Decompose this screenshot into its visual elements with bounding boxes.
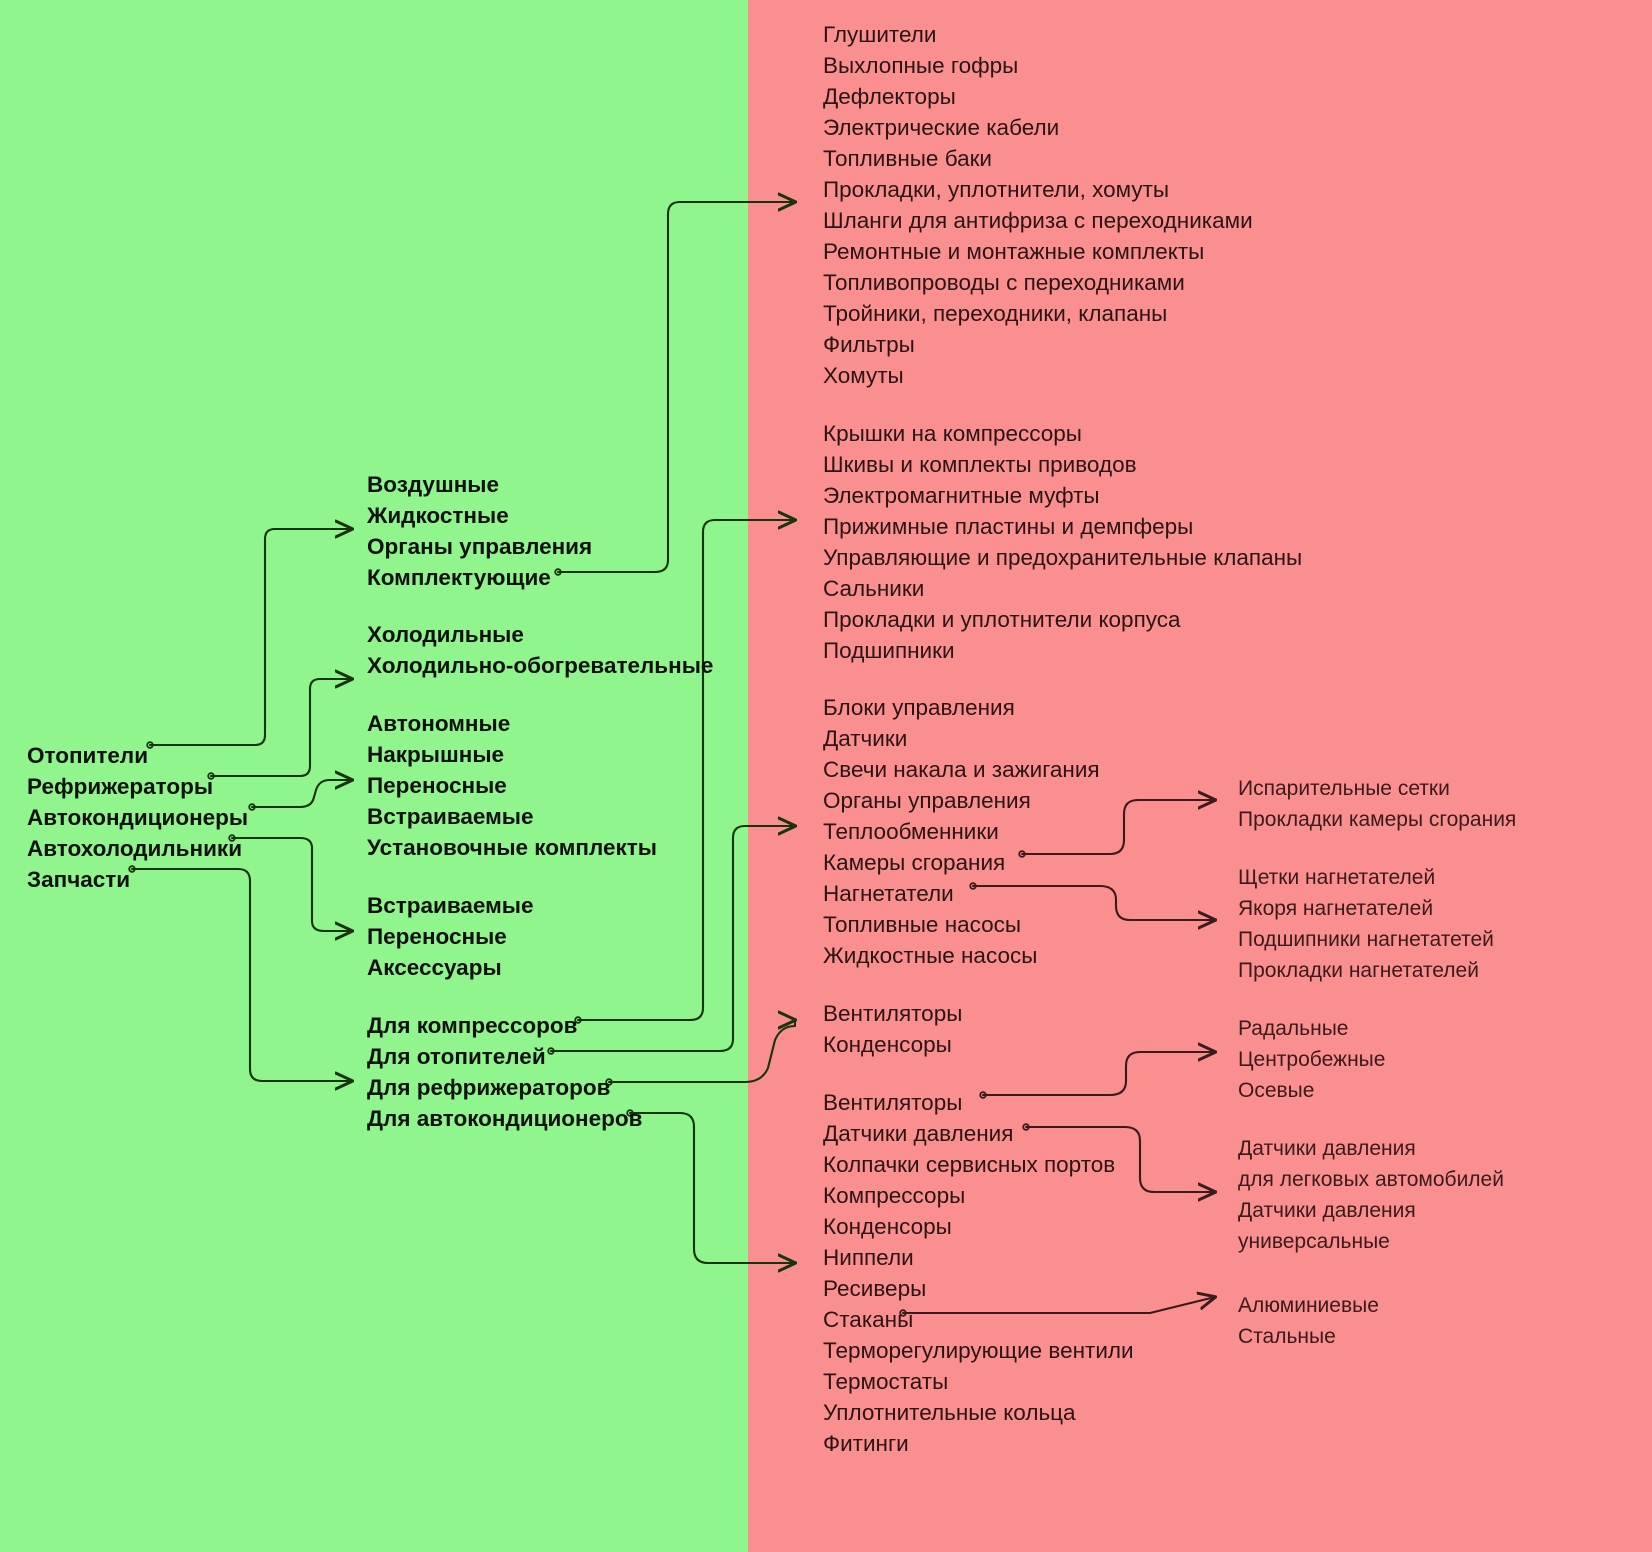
item-конденсоры[interactable]: Конденсоры <box>823 1214 952 1239</box>
subcategory-органы-управления[interactable]: Органы управления <box>367 534 593 559</box>
detail-алюминиевые[interactable]: Алюминиевые <box>1238 1294 1379 1317</box>
item-прокладки-уплотнители-хомуты[interactable]: Прокладки, уплотнители, хомуты <box>823 177 1170 202</box>
item-ниппели[interactable]: Ниппели <box>823 1245 914 1270</box>
subcategory-для-отопителей[interactable]: Для отопителей <box>367 1044 546 1069</box>
detail-испарительные-сетки[interactable]: Испарительные сетки <box>1238 777 1450 800</box>
item-тройники-переходники-клапаны[interactable]: Тройники, переходники, клапаны <box>823 301 1168 326</box>
item-свечи-накала-и-зажигания[interactable]: Свечи накала и зажигания <box>823 757 1100 782</box>
item-блоки-управления[interactable]: Блоки управления <box>823 695 1015 720</box>
item-фитинги[interactable]: Фитинги <box>823 1431 909 1456</box>
item-дефлекторы[interactable]: Дефлекторы <box>823 84 956 109</box>
item-электрические-кабели[interactable]: Электрические кабели <box>823 115 1060 140</box>
subcategory-жидкостные[interactable]: Жидкостные <box>367 503 509 528</box>
detail-подшипники-нагнетатетей[interactable]: Подшипники нагнетатетей <box>1238 928 1494 951</box>
item-топливные-баки[interactable]: Топливные баки <box>823 146 992 171</box>
item-хомуты[interactable]: Хомуты <box>823 363 904 388</box>
item-датчики[interactable]: Датчики <box>823 726 908 751</box>
item-топливопроводы-с-переходниками[interactable]: Топливопроводы с переходниками <box>823 270 1185 295</box>
detail-щетки-нагнетателей[interactable]: Щетки нагнетателей <box>1238 866 1436 889</box>
item-терморегулирующие-вентили[interactable]: Терморегулирующие вентили <box>823 1338 1134 1363</box>
item-теплообменники[interactable]: Теплообменники <box>823 819 999 844</box>
item-ресиверы[interactable]: Ресиверы <box>823 1276 927 1301</box>
category-отопители[interactable]: Отопители <box>27 743 149 768</box>
item-вентиляторы[interactable]: Вентиляторы <box>823 1090 963 1115</box>
item-датчики-давления[interactable]: Датчики давления <box>823 1121 1014 1146</box>
item-управляющие-и-предохранительные-клапаны[interactable]: Управляющие и предохранительные клапаны <box>823 545 1303 570</box>
item-органы-управления[interactable]: Органы управления <box>823 788 1031 813</box>
subcategory-установочные-комплекты[interactable]: Установочные комплекты <box>367 835 657 860</box>
detail-прокладки-нагнетателей[interactable]: Прокладки нагнетателей <box>1238 959 1479 982</box>
item-глушители[interactable]: Глушители <box>823 22 937 47</box>
subcategory-переносные[interactable]: Переносные <box>367 773 507 798</box>
item-компрессоры[interactable]: Компрессоры <box>823 1183 966 1208</box>
detail-центробежные[interactable]: Центробежные <box>1238 1048 1386 1071</box>
item-шланги-для-антифриза-с-переходниками[interactable]: Шланги для антифриза с переходниками <box>823 208 1253 233</box>
item-фильтры[interactable]: Фильтры <box>823 332 915 357</box>
subcategory-для-рефрижераторов[interactable]: Для рефрижераторов <box>367 1075 611 1100</box>
detail-якоря-нагнетателей[interactable]: Якоря нагнетателей <box>1238 897 1434 920</box>
subcategory-комплектующие[interactable]: Комплектующие <box>367 565 551 590</box>
item-стаканы[interactable]: Стаканы <box>823 1307 914 1332</box>
detail-для-легковых-автомобилей[interactable]: для легковых автомобилей <box>1238 1168 1504 1191</box>
subcategory-холодильные[interactable]: Холодильные <box>367 622 524 647</box>
item-ремонтные-и-монтажные-комплекты[interactable]: Ремонтные и монтажные комплекты <box>823 239 1205 264</box>
category-автохолодильники[interactable]: Автохолодильники <box>27 836 243 861</box>
subcategory-для-компрессоров[interactable]: Для компрессоров <box>367 1013 578 1038</box>
subcategory-автономные[interactable]: Автономные <box>367 711 511 736</box>
item-вентиляторы[interactable]: Вентиляторы <box>823 1001 963 1026</box>
subcategory-воздушные[interactable]: Воздушные <box>367 472 500 497</box>
item-сальники[interactable]: Сальники <box>823 576 925 601</box>
subcategory-для-автокондиционеров[interactable]: Для автокондиционеров <box>367 1106 643 1131</box>
item-конденсоры[interactable]: Конденсоры <box>823 1032 952 1057</box>
subcategory-переносные[interactable]: Переносные <box>367 924 507 949</box>
category-автокондиционеры[interactable]: Автокондиционеры <box>27 805 249 830</box>
item-подшипники[interactable]: Подшипники <box>823 638 955 663</box>
detail-прокладки-камеры-сгорания[interactable]: Прокладки камеры сгорания <box>1238 808 1517 831</box>
detail-датчики-давления[interactable]: Датчики давления <box>1238 1137 1416 1160</box>
subcategory-встраиваемые[interactable]: Встраиваемые <box>367 804 534 829</box>
item-уплотнительные-кольца[interactable]: Уплотнительные кольца <box>823 1400 1076 1425</box>
detail-радальные[interactable]: Радальные <box>1238 1017 1349 1040</box>
category-рефрижераторы[interactable]: Рефрижераторы <box>27 774 214 799</box>
category-запчасти[interactable]: Запчасти <box>27 867 131 892</box>
detail-осевые[interactable]: Осевые <box>1238 1079 1315 1102</box>
item-крышки-на-компрессоры[interactable]: Крышки на компрессоры <box>823 421 1082 446</box>
subcategory-холодильно-обогревательные[interactable]: Холодильно-обогревательные <box>367 653 714 678</box>
item-выхлопные-гофры[interactable]: Выхлопные гофры <box>823 53 1019 78</box>
item-прокладки-и-уплотнители-корпуса[interactable]: Прокладки и уплотнители корпуса <box>823 607 1181 632</box>
item-термостаты[interactable]: Термостаты <box>823 1369 949 1394</box>
detail-универсальные[interactable]: универсальные <box>1238 1230 1390 1253</box>
subcategory-накрышные[interactable]: Накрышные <box>367 742 505 767</box>
item-шкивы-и-комплекты-приводов[interactable]: Шкивы и комплекты приводов <box>823 452 1137 477</box>
item-нагнетатели[interactable]: Нагнетатели <box>823 881 954 906</box>
item-колпачки-сервисных-портов[interactable]: Колпачки сервисных портов <box>823 1152 1116 1177</box>
item-жидкостные-насосы[interactable]: Жидкостные насосы <box>823 943 1038 968</box>
item-прижимные-пластины-и-демпферы[interactable]: Прижимные пластины и демпферы <box>823 514 1194 539</box>
subcategory-аксессуары[interactable]: Аксессуары <box>367 955 502 980</box>
detail-стальные[interactable]: Стальные <box>1238 1325 1336 1348</box>
detail-датчики-давления[interactable]: Датчики давления <box>1238 1199 1416 1222</box>
subcategory-встраиваемые[interactable]: Встраиваемые <box>367 893 534 918</box>
item-топливные-насосы[interactable]: Топливные насосы <box>823 912 1022 937</box>
item-электромагнитные-муфты[interactable]: Электромагнитные муфты <box>823 483 1100 508</box>
item-камеры-сгорания[interactable]: Камеры сгорания <box>823 850 1006 875</box>
